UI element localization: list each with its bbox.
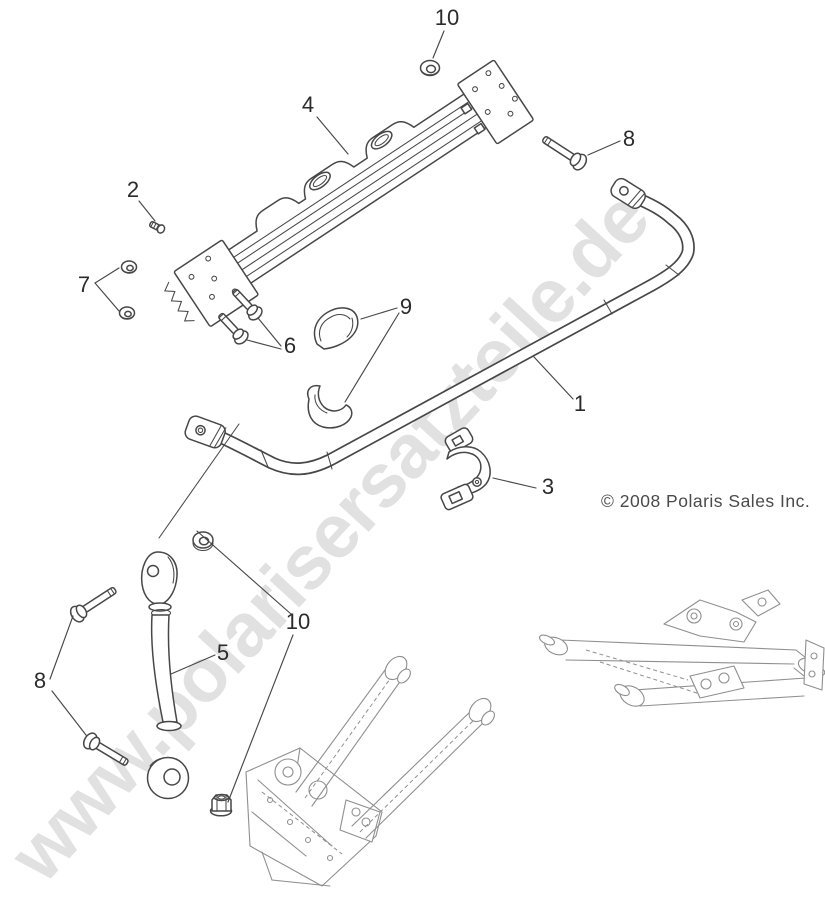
callout-10-middle: 10 [286, 609, 310, 634]
flange-bolt-6-lower [218, 312, 249, 345]
control-arm-assembly-left [245, 655, 495, 887]
part-bushing-upper-half [313, 307, 359, 350]
leader-3 [492, 477, 537, 489]
copyright-text: © 2008 Polaris Sales Inc. [601, 491, 810, 511]
callout-4: 4 [302, 92, 314, 117]
leader-4 [316, 116, 349, 155]
leader-2 [138, 200, 156, 222]
leader-lines [49, 30, 621, 803]
flange-nut-7-upper [120, 260, 138, 274]
part-stabilizer-link [140, 551, 190, 800]
callout-labels: 10 4 8 2 7 6 9 1 3 5 10 8 [34, 5, 635, 693]
part-bushing-lower-half [307, 384, 353, 429]
callout-8-right: 8 [623, 126, 635, 151]
leader-5 [170, 654, 216, 675]
part-stabilizer-bar [184, 177, 695, 476]
callout-2: 2 [127, 177, 139, 202]
leader-1 [533, 356, 574, 400]
leader-10-middle [196, 530, 294, 803]
callout-7: 7 [78, 272, 90, 297]
leader-8-right [587, 140, 621, 156]
flange-bolt-8-upper-left [69, 586, 117, 623]
set-screw-2 [148, 220, 166, 234]
leader-7 [94, 267, 120, 312]
callout-6: 6 [284, 333, 296, 358]
flange-bolt-6-upper [232, 288, 263, 321]
callout-1: 1 [574, 391, 586, 416]
flange-bolt-8-lower-left [82, 732, 129, 766]
leader-9 [344, 307, 400, 403]
flange-bolt-8-right [542, 136, 588, 171]
part-clamp [440, 427, 491, 511]
control-arm-assembly-right [539, 589, 825, 707]
flange-nut-7-lower [118, 306, 136, 320]
flange-nut-10-bottom [209, 793, 233, 817]
flange-nut-10-top [419, 59, 441, 77]
leader-6 [246, 317, 282, 350]
flange-nut-10-middle [192, 531, 214, 552]
callout-9: 9 [400, 294, 412, 319]
assembly-line [158, 423, 240, 539]
callout-5: 5 [217, 640, 229, 665]
leader-10-top [432, 30, 445, 59]
leader-8-left [49, 615, 87, 736]
callout-10-top: 10 [435, 5, 459, 30]
callout-8-left: 8 [34, 668, 46, 693]
callout-3: 3 [542, 474, 554, 499]
part-crossmember [164, 59, 534, 327]
